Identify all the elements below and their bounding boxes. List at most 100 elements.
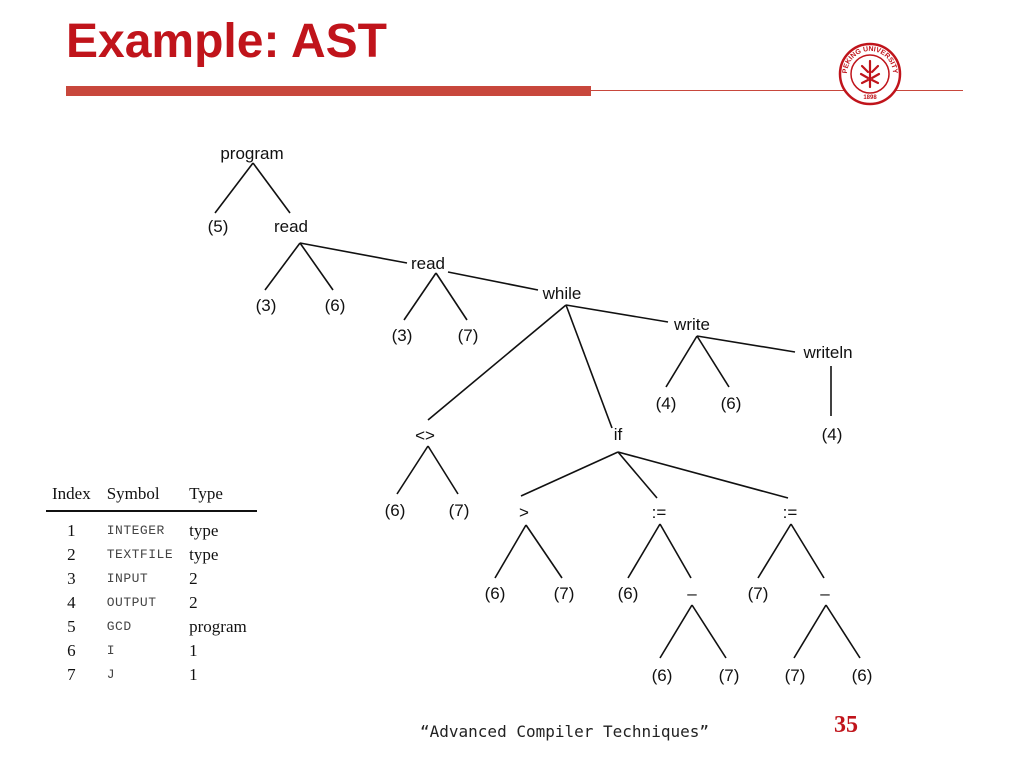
title-rule-thin — [591, 90, 963, 91]
node-6: (6) — [325, 296, 346, 315]
cell-index: 7 — [67, 665, 76, 684]
cell-index: 6 — [67, 641, 76, 660]
node-7: (7) — [719, 666, 740, 685]
edge-minus1-6 — [659, 604, 693, 659]
edge-program-read1 — [252, 162, 291, 214]
column-header-symbol: Symbol — [100, 484, 184, 512]
node-6: (6) — [721, 394, 742, 413]
edge-gt-7 — [525, 524, 563, 579]
cell-type: 2 — [189, 569, 198, 588]
node-6: (6) — [618, 584, 639, 603]
table-row: 3 INPUT 2 — [46, 567, 257, 591]
node-assign-1: := — [652, 503, 667, 522]
edge-read2-3 — [403, 272, 437, 321]
node-while: while — [542, 284, 582, 303]
edge-read2-while — [447, 271, 539, 291]
edge-while-if — [565, 304, 613, 429]
slide-title: Example: AST — [66, 15, 387, 68]
node-assign-2: := — [783, 503, 798, 522]
node-not-equal: <> — [415, 426, 435, 445]
node-4: (4) — [822, 425, 843, 444]
edge-write-6 — [696, 335, 730, 388]
node-4: (4) — [656, 394, 677, 413]
node-6: (6) — [652, 666, 673, 685]
edge-read1-3 — [264, 242, 301, 291]
edge-minus1-7 — [691, 604, 727, 659]
edge-write-4 — [665, 335, 698, 388]
cell-symbol: OUTPUT — [106, 595, 157, 610]
node-writeln: writeln — [802, 343, 852, 362]
edge-as2-7 — [757, 523, 792, 579]
edge-if-gt — [520, 451, 619, 497]
table-row: 5 GCD program — [46, 615, 257, 639]
title-rule-thick — [66, 86, 591, 96]
slide-footer: “Advanced Compiler Techniques” — [420, 722, 709, 741]
cell-symbol: I — [106, 643, 116, 658]
node-3: (3) — [256, 296, 277, 315]
node-read-1: read — [274, 217, 308, 236]
edge-read2-7 — [435, 272, 468, 321]
node-6: (6) — [852, 666, 873, 685]
cell-type: 1 — [189, 665, 198, 684]
table-row: 1 INTEGER type — [46, 511, 257, 543]
ast-nodes: program (5) read (3) (6) read (3) (7) wh… — [208, 144, 873, 685]
edge-ne-6 — [396, 445, 429, 495]
cell-symbol: TEXTFILE — [106, 547, 174, 562]
symbol-table: Index Symbol Type 1 INTEGER type 2 TEXTF… — [46, 484, 257, 687]
node-6: (6) — [385, 501, 406, 520]
node-7: (7) — [785, 666, 806, 685]
node-if: if — [614, 425, 623, 444]
table-row: 7 J 1 — [46, 663, 257, 687]
edge-as1-minus — [659, 523, 692, 579]
cell-index: 3 — [67, 569, 76, 588]
cell-index: 5 — [67, 617, 76, 636]
edge-if-as1 — [617, 451, 658, 499]
table-row: 4 OUTPUT 2 — [46, 591, 257, 615]
cell-index: 1 — [67, 521, 76, 540]
node-5: (5) — [208, 217, 229, 236]
edge-program-5 — [214, 162, 254, 214]
page-number: 35 — [834, 712, 858, 738]
node-program: program — [220, 144, 283, 163]
peking-university-seal-icon: PEKING UNIVERSITY 1898 — [838, 42, 902, 106]
node-minus-2: – — [820, 584, 830, 603]
node-7: (7) — [449, 501, 470, 520]
cell-symbol: INTEGER — [106, 523, 165, 538]
column-header-type: Type — [183, 484, 257, 512]
cell-type: 2 — [189, 593, 198, 612]
edge-gt-6 — [494, 524, 527, 579]
cell-type: program — [189, 617, 247, 636]
edge-minus2-6 — [825, 604, 861, 659]
edge-as1-6 — [627, 523, 661, 579]
cell-index: 2 — [67, 545, 76, 564]
node-7: (7) — [554, 584, 575, 603]
node-3: (3) — [392, 326, 413, 345]
node-write: write — [673, 315, 710, 334]
cell-symbol: GCD — [106, 619, 132, 634]
node-greater-than: > — [519, 503, 529, 522]
node-6: (6) — [485, 584, 506, 603]
edge-read1-6 — [299, 242, 334, 291]
column-header-index: Index — [46, 484, 101, 512]
seal-year: 1898 — [863, 95, 877, 101]
cell-type: 1 — [189, 641, 198, 660]
cell-type: type — [189, 521, 219, 540]
table-row: 6 I 1 — [46, 639, 257, 663]
node-minus-1: – — [687, 584, 697, 603]
cell-symbol: J — [106, 667, 116, 682]
edge-while-write — [565, 304, 669, 323]
edge-ne-7 — [427, 445, 459, 495]
edge-write-writeln — [696, 335, 796, 353]
edge-while-ne — [427, 304, 567, 421]
node-7: (7) — [458, 326, 479, 345]
cell-symbol: INPUT — [106, 571, 149, 586]
edge-if-as2 — [617, 451, 789, 499]
edge-as2-minus — [790, 523, 825, 579]
edge-minus2-7 — [793, 604, 827, 659]
node-read-2: read — [411, 254, 445, 273]
cell-type: type — [189, 545, 219, 564]
cell-index: 4 — [67, 593, 76, 612]
symbol-table-header: Index Symbol Type — [46, 484, 257, 512]
ast-edges — [214, 162, 861, 659]
